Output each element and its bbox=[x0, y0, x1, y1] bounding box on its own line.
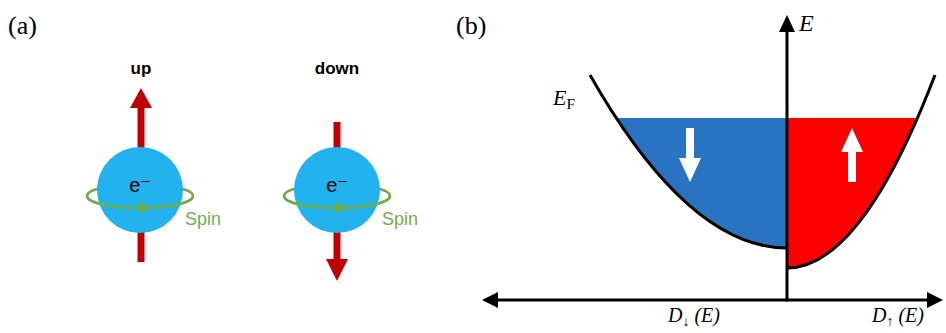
arrow-head bbox=[139, 202, 151, 214]
panel-label: (b) bbox=[456, 12, 486, 41]
electron-sphere: e⁻ bbox=[97, 147, 183, 233]
dos-curve bbox=[590, 75, 787, 248]
dos-curve bbox=[787, 75, 935, 268]
label-part: D bbox=[668, 304, 682, 326]
spin-label: Spin bbox=[382, 210, 418, 230]
label-part: (E) bbox=[893, 304, 924, 326]
spin-up-fill bbox=[787, 118, 918, 268]
axis-line bbox=[496, 299, 930, 302]
spin-state-label: down bbox=[315, 60, 359, 79]
fermi-level-label: EF bbox=[553, 86, 575, 110]
axis-label: D↓ (E) bbox=[668, 304, 720, 326]
axis-label: D↑ (E) bbox=[872, 304, 924, 326]
sphere-fill bbox=[294, 147, 380, 233]
label-part: (E) bbox=[689, 304, 720, 326]
label-part: D bbox=[872, 304, 886, 326]
arrow-head bbox=[326, 259, 348, 281]
electron-symbol: e⁻ bbox=[326, 173, 348, 197]
spin-arrow bbox=[686, 128, 694, 160]
panel-label: (a) bbox=[8, 12, 37, 41]
spin-arrow bbox=[848, 150, 856, 182]
spin-down-electron bbox=[284, 122, 390, 281]
arrow-head bbox=[779, 15, 795, 32]
arrow-head bbox=[130, 88, 152, 108]
density-of-states bbox=[482, 15, 943, 308]
spin-down-fill bbox=[616, 118, 787, 248]
arrow-head bbox=[482, 292, 498, 308]
label-subscript: ↓ bbox=[682, 314, 689, 329]
axis-line bbox=[786, 30, 789, 302]
sphere-fill bbox=[97, 147, 183, 233]
arrow-head bbox=[841, 128, 863, 152]
label-subscript: F bbox=[566, 95, 575, 112]
arrow-head bbox=[679, 158, 701, 182]
arrow-head bbox=[336, 202, 348, 214]
spin-state-label: up bbox=[131, 60, 152, 79]
arrow-head bbox=[927, 292, 943, 308]
spin-up-electron bbox=[87, 88, 193, 262]
electron-symbol: e⁻ bbox=[129, 173, 151, 197]
axis-label: E bbox=[799, 10, 814, 36]
spin-label: Spin bbox=[185, 210, 221, 230]
label-part: E bbox=[553, 85, 566, 110]
electron-sphere: e⁻ bbox=[294, 147, 380, 233]
label-subscript: ↑ bbox=[886, 314, 893, 329]
